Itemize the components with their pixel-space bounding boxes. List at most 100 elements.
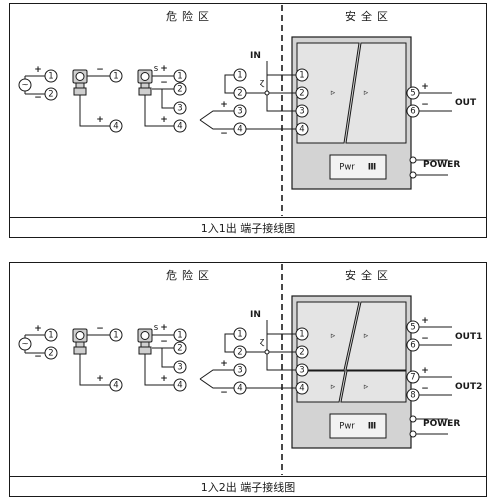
terminal-number: 1 [48,331,53,341]
terminal-number: 2 [299,89,304,99]
input-label: IN [250,51,261,61]
terminal-circle [44,87,58,101]
transmitter-neck [75,341,85,348]
polarity-sign: − [34,352,42,362]
transmitter-neck [75,82,85,89]
terminal-number: 3 [299,366,304,376]
terminal-number: 2 [177,85,182,95]
terminal-circle [233,86,247,100]
signal-arrow-icon: ▹ [331,331,336,341]
polarity-sign: + [220,100,228,110]
transformer-icon: Ⅲ [368,422,377,432]
terminal-number: 1 [113,331,118,341]
terminal-number: 1 [113,72,118,82]
signal-arrow-icon: ▹ [331,88,336,98]
three-wire-transmitter [137,69,153,96]
polarity-sign: + [34,65,42,75]
two-wire-transmitter [72,328,88,355]
transformer-icon: Ⅲ [368,163,377,173]
terminal-number: 2 [48,90,53,100]
terminal-circle [173,328,187,342]
transmitter-window [75,331,85,340]
terminal-number: 1 [48,72,53,82]
output-label: OUT2 [455,382,482,392]
transmitter-body [138,346,152,355]
signal-arrow-icon: ▹ [364,331,369,341]
transmitter-neck [140,341,150,348]
power-terminal [409,430,417,438]
polarity-sign: − [421,384,429,394]
power-terminal [409,156,417,164]
transmitter-body [73,87,87,96]
terminal-circle [233,381,247,395]
terminal-circle [173,119,187,133]
terminal-number: 2 [48,349,53,359]
power-label: POWER [423,160,460,170]
wire [266,61,296,112]
transmitter-body [73,346,87,355]
terminal-circle [44,328,58,342]
output-channel-block [345,42,407,144]
terminal-number: 3 [177,104,182,114]
terminal-number: 4 [299,125,304,135]
terminal-circle [233,122,247,136]
terminal-circle [173,82,187,96]
polarity-sign: + [160,64,168,74]
switch-icon: ɀ [260,337,265,347]
terminal-number: 2 [177,344,182,354]
contact-loop [224,74,234,94]
polarity-sign: − [96,65,104,75]
wire [144,354,174,386]
wire [79,354,110,386]
junction-dot [264,90,270,96]
polarity-sign: − [160,78,168,88]
wire [79,95,110,127]
wire [144,95,174,127]
terminal-number: 4 [237,384,242,394]
tilde-glyph: ~ [21,340,28,350]
transmitter-window [75,72,85,81]
terminal-number: 1 [177,331,182,341]
terminal-number: 6 [410,341,415,351]
terminal-number: 8 [410,391,415,401]
polarity-sign: + [421,316,429,326]
polarity-sign: − [220,388,228,398]
terminal-number: 2 [237,348,242,358]
transmitter-neck [140,82,150,89]
signal-arrow-icon: ▹ [364,382,369,392]
terminal-circle [173,378,187,392]
thermocouple-wire [199,369,234,380]
terminal-circle [173,69,187,83]
terminal-number: 1 [237,330,242,340]
signal-arrow-icon: ▹ [331,382,336,392]
output-label: OUT1 [455,332,482,342]
power-terminal [409,171,417,179]
three-wire-transmitter [137,328,153,355]
power-supply-box [329,413,387,439]
polarity-sign: + [421,82,429,92]
diagram-frame [9,3,487,238]
terminal-number: 6 [410,107,415,117]
diagram-caption: 1入2出 端子接线图 [201,480,296,494]
polarity-sign: − [96,324,104,334]
thermocouple-wire [199,110,234,121]
polarity-sign: + [96,374,104,384]
power-terminal [409,415,417,423]
terminal-circle [109,328,123,342]
terminal-circle [233,345,247,359]
hazard-zone-title: 危险区 [166,268,214,282]
terminal-number: 4 [299,384,304,394]
thermocouple-wire [199,378,234,389]
terminal-circle [173,360,187,374]
output-channel-block [345,301,407,371]
junction-dot [264,349,270,355]
terminal-number: 4 [177,381,182,391]
terminal-circle [173,101,187,115]
hazard-zone-title: 危险区 [166,9,214,23]
terminal-number: 4 [237,125,242,135]
output-label: OUT [455,98,477,108]
wire [266,320,296,371]
terminal-circle [233,327,247,341]
pwr-label: Pwr [339,422,355,432]
